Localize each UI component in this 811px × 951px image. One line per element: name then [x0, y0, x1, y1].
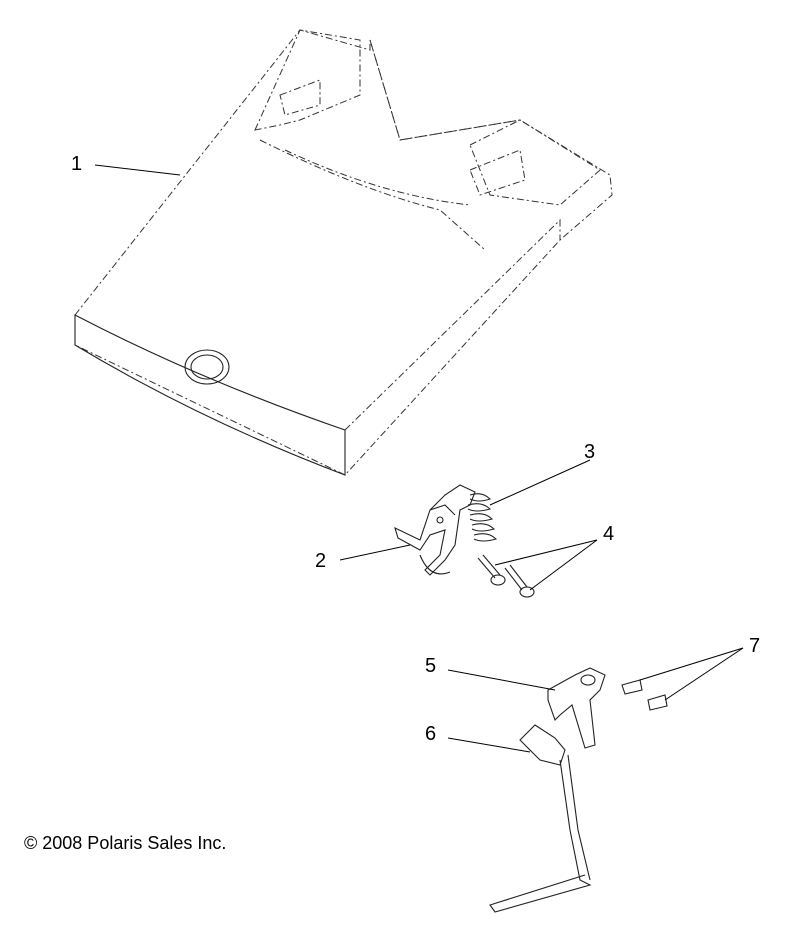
callout-7: 7 — [749, 635, 760, 657]
callout-2: 2 — [315, 550, 326, 572]
callout-4: 4 — [603, 523, 614, 545]
part-7-bolts — [621, 679, 668, 711]
callout-6: 6 — [425, 723, 436, 745]
callout-5: 5 — [425, 655, 436, 677]
part-2-latch-bracket — [394, 484, 476, 576]
callout-3: 3 — [584, 441, 595, 463]
leader-lines — [94, 164, 744, 753]
callout-1: 1 — [71, 153, 82, 175]
part-4-screws — [477, 554, 535, 598]
part-3-spring — [467, 493, 498, 542]
part-6-latch-rod — [489, 724, 592, 913]
copyright-notice: © 2008 Polaris Sales Inc. — [24, 833, 227, 853]
part-1-hood-panel — [74, 29, 613, 476]
part-5-hinge-bracket — [547, 667, 606, 749]
